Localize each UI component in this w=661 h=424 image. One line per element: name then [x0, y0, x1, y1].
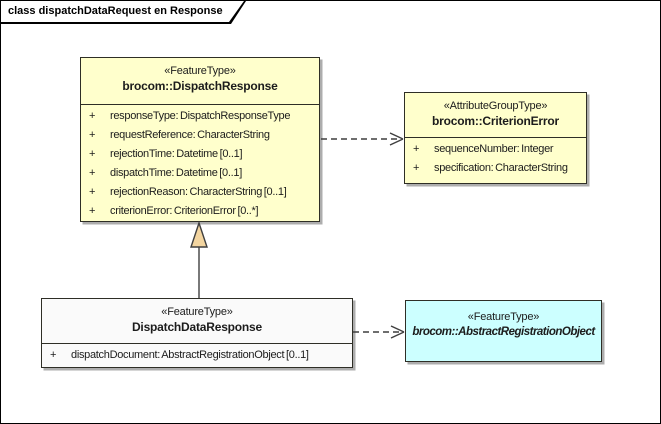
stereotype-label: «FeatureType»: [467, 311, 540, 323]
visibility-marker: +: [89, 167, 96, 179]
attribute-text: sequenceNumber: Integer: [434, 143, 554, 155]
attribute-row: + sequenceNumber: Integer: [405, 140, 586, 159]
diagram-frame-tab: class dispatchDataRequest en Response: [1, 1, 246, 24]
attribute-text: dispatchDocument: AbstractRegistrationOb…: [71, 349, 309, 361]
attribute-text: specification: CharacterString: [434, 162, 568, 174]
attribute-row: + rejectionReason: CharacterString [0..1]: [81, 183, 319, 202]
visibility-marker: +: [89, 186, 96, 198]
class-box-dispatch-data-response[interactable]: «FeatureType» DispatchDataResponse + disp…: [41, 298, 353, 368]
visibility-marker: +: [413, 162, 420, 174]
dependency-dispatch-data-response-to-abstract-registration-object[interactable]: [353, 325, 405, 339]
visibility-marker: +: [89, 110, 96, 122]
class-box-criterion-error[interactable]: «AttributeGroupType» brocom::CriterionEr…: [404, 92, 587, 184]
class-box-abstract-registration-object[interactable]: «FeatureType» brocom::AbstractRegistrati…: [405, 300, 602, 362]
visibility-marker: +: [89, 148, 96, 160]
generalization-triangle-icon: [190, 220, 208, 248]
stereotype-label: «FeatureType»: [161, 306, 233, 318]
attribute-row: + specification: CharacterString: [405, 159, 586, 178]
visibility-marker: +: [89, 205, 96, 217]
class-name: brocom::DispatchResponse: [122, 79, 278, 93]
attribute-row: + requestReference: CharacterString: [81, 126, 319, 145]
dependency-dispatch-response-to-criterion-error[interactable]: [321, 132, 404, 146]
stereotype-label: «AttributeGroupType»: [443, 100, 548, 112]
attribute-row: + dispatchTime: Datetime [0..1]: [81, 164, 319, 183]
attribute-text: criterionError: CriterionError [0..*]: [110, 205, 259, 217]
attribute-text: requestReference: CharacterString: [110, 129, 270, 141]
class-name: brocom::CriterionError: [432, 114, 559, 128]
class-header: «FeatureType» brocom::DispatchResponse: [81, 58, 319, 105]
attribute-compartment: + dispatchDocument: AbstractRegistrationO…: [42, 344, 352, 365]
attribute-row: + responseType: DispatchResponseType: [81, 107, 319, 126]
class-header: «FeatureType» brocom::AbstractRegistrati…: [406, 301, 601, 359]
class-header: «AttributeGroupType» brocom::CriterionEr…: [405, 93, 586, 138]
open-arrowhead-icon: [389, 132, 404, 146]
class-name: DispatchDataResponse: [131, 320, 263, 334]
diagram-frame-tab-fill: class dispatchDataRequest en Response: [1, 1, 244, 22]
attribute-row: + criterionError: CriterionError [0..*]: [81, 202, 319, 221]
diagram-title: class dispatchDataRequest en Response: [8, 5, 223, 17]
generalization-dispatch-data-response-to-dispatch-response[interactable]: [190, 220, 208, 298]
visibility-marker: +: [89, 129, 96, 141]
attribute-row: + rejectionTime: Datetime [0..1]: [81, 145, 319, 164]
stereotype-label: «FeatureType»: [164, 65, 236, 77]
class-box-dispatch-response[interactable]: «FeatureType» brocom::DispatchResponse +…: [80, 57, 320, 222]
visibility-marker: +: [50, 349, 57, 361]
class-name: brocom::AbstractRegistrationObject: [412, 326, 595, 338]
attribute-row: + dispatchDocument: AbstractRegistrationO…: [42, 346, 352, 365]
attribute-text: rejectionReason: CharacterString [0..1]: [110, 186, 287, 198]
attribute-compartment: + sequenceNumber: Integer + specification:…: [405, 138, 586, 178]
attribute-text: rejectionTime: Datetime [0..1]: [110, 148, 243, 160]
open-arrowhead-icon: [390, 325, 405, 339]
attribute-text: responseType: DispatchResponseType: [110, 110, 291, 122]
visibility-marker: +: [413, 143, 420, 155]
attribute-compartment: + responseType: DispatchResponseType + req…: [81, 105, 319, 221]
attribute-text: dispatchTime: Datetime [0..1]: [110, 167, 242, 179]
class-header: «FeatureType» DispatchDataResponse: [42, 299, 352, 344]
